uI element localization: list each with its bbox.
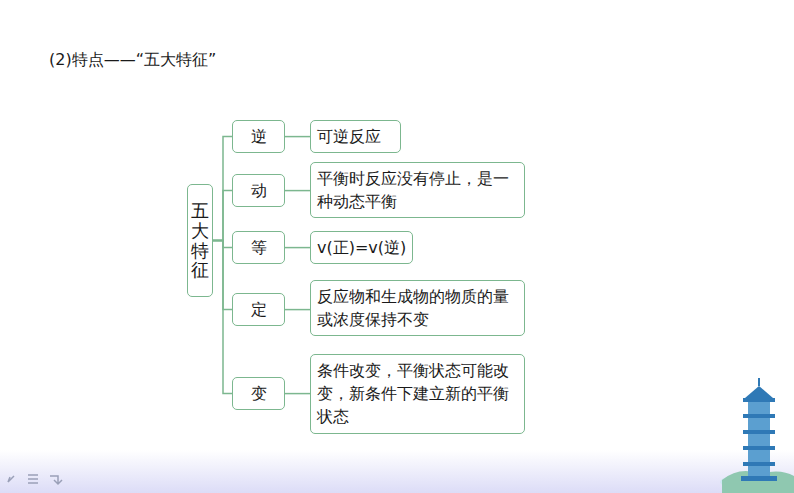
description-text: 条件改变，平衡状态可能改变，新条件下建立新的平衡状态 <box>317 359 518 429</box>
keyword-text: 逆 <box>251 125 267 148</box>
description-text: 平衡时反应没有停止，是一种动态平衡 <box>317 167 518 213</box>
footer-band <box>0 450 794 493</box>
connector-line <box>285 393 310 394</box>
keyword-box: 等 <box>232 231 285 264</box>
description-text: 可逆反应 <box>317 125 381 148</box>
slide-title: (2)特点——“五大特征” <box>49 50 216 71</box>
root-box: 五大特征 <box>187 184 213 297</box>
connector-line <box>213 191 232 241</box>
keyword-text: 定 <box>251 298 267 321</box>
connector-line <box>285 136 310 137</box>
description-box: 可逆反应 <box>310 120 401 153</box>
connector-line <box>213 241 232 394</box>
description-box: 反应物和生成物的物质的量或浓度保持不变 <box>310 280 525 336</box>
connector-line <box>285 247 310 248</box>
keyword-text: 五大特征 <box>191 201 209 280</box>
keyword-box: 逆 <box>232 120 285 153</box>
description-box: 条件改变，平衡状态可能改变，新条件下建立新的平衡状态 <box>310 354 525 434</box>
description-text: 反应物和生成物的物质的量或浓度保持不变 <box>317 285 518 331</box>
description-text: v(正)=v(逆) <box>317 236 406 259</box>
keyword-box: 动 <box>232 174 285 207</box>
connector-line <box>285 190 310 191</box>
nav-icons <box>8 475 62 484</box>
keyword-box: 变 <box>232 377 285 410</box>
keyword-box: 定 <box>232 293 285 326</box>
description-box: v(正)=v(逆) <box>310 231 413 264</box>
keyword-text: 等 <box>251 236 267 259</box>
keyword-text: 变 <box>251 382 267 405</box>
keyword-text: 动 <box>251 179 267 202</box>
connector-line <box>285 309 310 310</box>
description-box: 平衡时反应没有停止，是一种动态平衡 <box>310 162 525 218</box>
pagoda-illustration <box>720 378 794 493</box>
connector-line <box>213 137 232 241</box>
